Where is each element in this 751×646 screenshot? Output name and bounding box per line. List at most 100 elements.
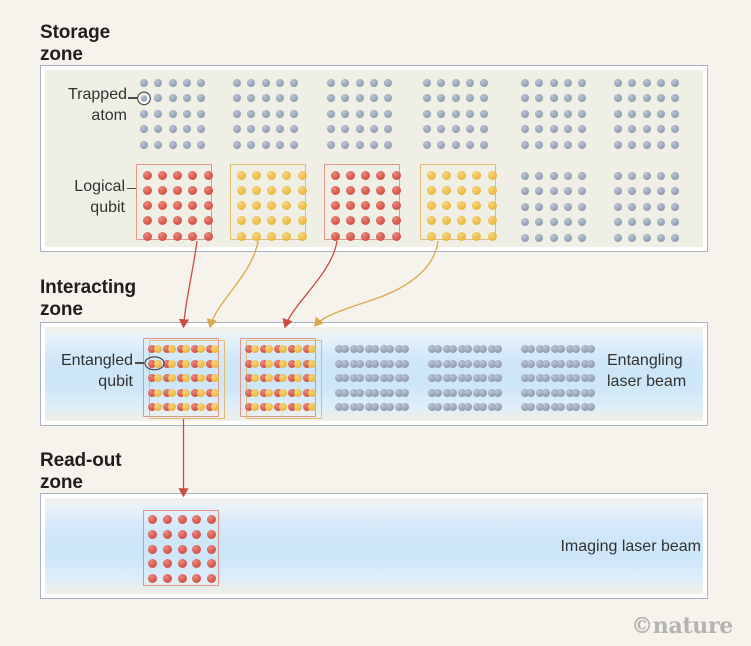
atom-dot-atom_gray: [571, 345, 580, 353]
atom-dot-qubit_red: [259, 403, 268, 411]
atom-dot-qubit_yellow: [279, 359, 288, 368]
atom-dot-atom_gray: [551, 388, 559, 397]
atom-dot-qubit_yellow: [457, 231, 466, 241]
atom-dot-atom_gray: [581, 374, 589, 382]
atom-dot-atom_gray: [642, 79, 651, 87]
atom-dot-atom_gray: [493, 388, 502, 397]
atom-dot-atom_gray: [473, 403, 481, 411]
atom-dot-qubit_yellow: [487, 201, 497, 210]
atom-dot-qubit_red: [157, 216, 167, 226]
atom-dot-atom_gray: [369, 109, 378, 118]
atom-dot-atom_gray: [478, 359, 487, 368]
atom-dot-atom_gray: [247, 109, 256, 118]
atom-dot-qubit_yellow: [236, 185, 246, 195]
atom-dot-atom_gray: [437, 94, 446, 103]
atom-dot-qubit_red: [162, 345, 171, 353]
atom-dot-qubit_red: [273, 388, 282, 397]
atom-dot-atom_gray: [488, 359, 496, 368]
atom-dot-qubit_red: [157, 231, 167, 241]
atom-dot-atom_gray: [473, 374, 481, 382]
atom-dot-qubit_red: [148, 574, 157, 584]
trapped-atom-label-line1: Trapped: [68, 86, 127, 103]
atom-dot-qubit_red: [302, 403, 311, 411]
atom-dot-atom_gray: [628, 202, 637, 211]
atom-dot-atom_gray: [327, 109, 335, 118]
interacting-zone-title-line1: Interacting: [40, 277, 137, 298]
atom-dot-atom_gray: [370, 403, 379, 411]
atom-dot-qubit_yellow: [196, 388, 205, 397]
atom-dot-qubit_red: [345, 185, 355, 195]
atom-dot-atom_gray: [437, 109, 446, 118]
atom-dot-qubit_red: [192, 529, 202, 539]
atom-dot-atom_gray: [275, 94, 284, 103]
atom-dot-atom_gray: [400, 374, 409, 382]
atom-dot-qubit_red: [162, 374, 171, 382]
atom-dot-qubit_red: [192, 544, 202, 554]
atom-dot-atom_gray: [614, 109, 622, 118]
interacting-zone-title-line2: zone: [40, 299, 83, 320]
atom-dot-atom_gray: [384, 79, 393, 87]
atom-dot-atom_gray: [275, 125, 284, 134]
atom-dot-atom_gray: [463, 345, 472, 353]
atom-dot-atom_gray: [563, 125, 572, 134]
atom-dot-qubit_red: [273, 359, 282, 368]
atom-dot-atom_gray: [395, 359, 403, 368]
atom-dot-qubit_red: [205, 374, 214, 382]
atom-dot-qubit_red: [376, 201, 386, 210]
atom-dot-atom_gray: [521, 79, 529, 87]
atom-dot-atom_gray: [355, 403, 364, 411]
atom-dot-qubit_red: [191, 388, 200, 397]
atom-dot-qubit_red: [177, 559, 187, 569]
atom-dot-qubit_red: [162, 403, 171, 411]
atom-dot-atom_gray: [395, 374, 403, 382]
atom-dot-atom_gray: [566, 359, 574, 368]
atom-dot-atom_gray: [563, 202, 572, 211]
atom-dot-qubit_yellow: [282, 201, 292, 210]
atom-dot-qubit_red: [148, 345, 157, 353]
atom-dot-qubit_yellow: [282, 170, 292, 180]
atom-dot-qubit_yellow: [264, 345, 273, 353]
atom-dot-atom_gray: [233, 94, 241, 103]
atom-dot-atom_gray: [578, 218, 587, 227]
atom-dot-atom_gray: [182, 140, 191, 149]
atom-dot-qubit_yellow: [236, 216, 246, 226]
atom-dot-atom_gray: [614, 218, 622, 227]
atom-dot-atom_gray: [327, 79, 335, 87]
atom-dot-qubit_red: [192, 515, 202, 524]
atom-dot-atom_gray: [671, 94, 680, 103]
atom-dot-atom_gray: [458, 388, 466, 397]
atom-dot-atom_gray: [365, 345, 373, 353]
atom-dot-atom_gray: [369, 125, 378, 134]
atom-dot-qubit_yellow: [282, 231, 292, 241]
atom-dot-atom_gray: [571, 359, 580, 368]
atom-dot-atom_gray: [423, 140, 431, 149]
trapped-atom-label-line2: atom: [91, 107, 127, 124]
atom-dot-atom_gray: [443, 374, 451, 382]
atom-dot-atom_gray: [566, 374, 574, 382]
atom-dot-atom_gray: [526, 345, 535, 353]
atom-dot-atom_gray: [628, 79, 637, 87]
atom-dot-qubit_red: [345, 216, 355, 226]
atom-dot-atom_gray: [423, 94, 431, 103]
atom-dot-qubit_red: [273, 374, 282, 382]
atom-dot-qubit_yellow: [264, 374, 273, 382]
atom-dot-atom_gray: [197, 109, 206, 118]
atom-dot-atom_gray: [526, 359, 535, 368]
atom-dot-atom_gray: [563, 109, 572, 118]
atom-dot-atom_gray: [385, 403, 394, 411]
atom-dot-atom_gray: [473, 359, 481, 368]
atom-dot-qubit_yellow: [441, 185, 451, 195]
atom-dot-atom_gray: [340, 388, 349, 397]
trapped-atom-connector: [128, 97, 138, 99]
atom-dot-atom_gray: [656, 187, 665, 196]
atom-dot-atom_gray: [563, 140, 572, 149]
atom-dot-qubit_yellow: [182, 403, 191, 411]
atom-dot-qubit_yellow: [251, 216, 261, 226]
atom-dot-qubit_red: [162, 529, 172, 539]
atom-dot-qubit_red: [142, 185, 152, 195]
atom-dot-qubit_yellow: [487, 170, 497, 180]
atom-dot-qubit_red: [173, 201, 182, 210]
atom-dot-atom_gray: [566, 403, 574, 411]
atom-dot-atom_gray: [578, 109, 587, 118]
atom-dot-atom_gray: [614, 94, 622, 103]
